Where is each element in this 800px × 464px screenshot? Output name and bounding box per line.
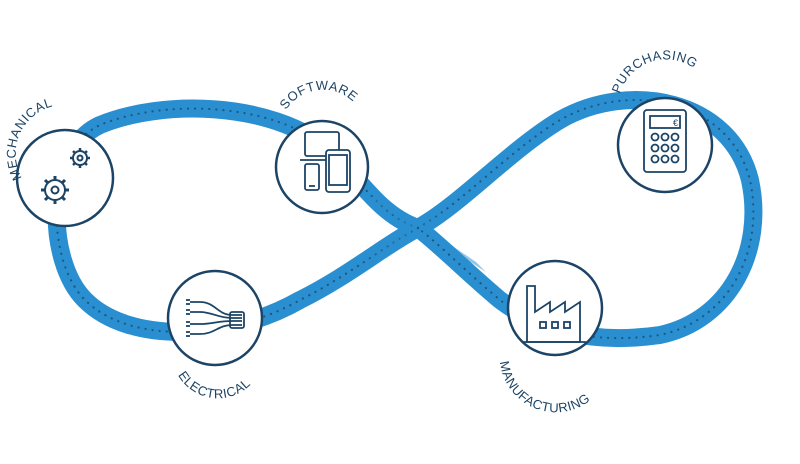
node-purchasing: €	[616, 96, 714, 194]
node-software	[274, 119, 370, 215]
label-software: SOFTWARE	[276, 78, 361, 112]
right-lobe	[409, 91, 763, 348]
svg-text:€: €	[673, 118, 678, 128]
node-mechanical	[15, 128, 115, 228]
label-electrical: ELECTRICAL	[175, 368, 253, 401]
node-electrical	[166, 269, 264, 367]
node-manufacturing	[506, 259, 604, 357]
gears-icon	[41, 148, 90, 204]
label-purchasing: PURCHASING	[609, 47, 701, 95]
cables-icon	[186, 299, 245, 337]
devices-icon	[300, 131, 351, 193]
factory-icon	[522, 285, 586, 343]
calculator-icon: €	[643, 109, 687, 173]
label-manufacturing: MANUFACTURING	[497, 360, 593, 416]
